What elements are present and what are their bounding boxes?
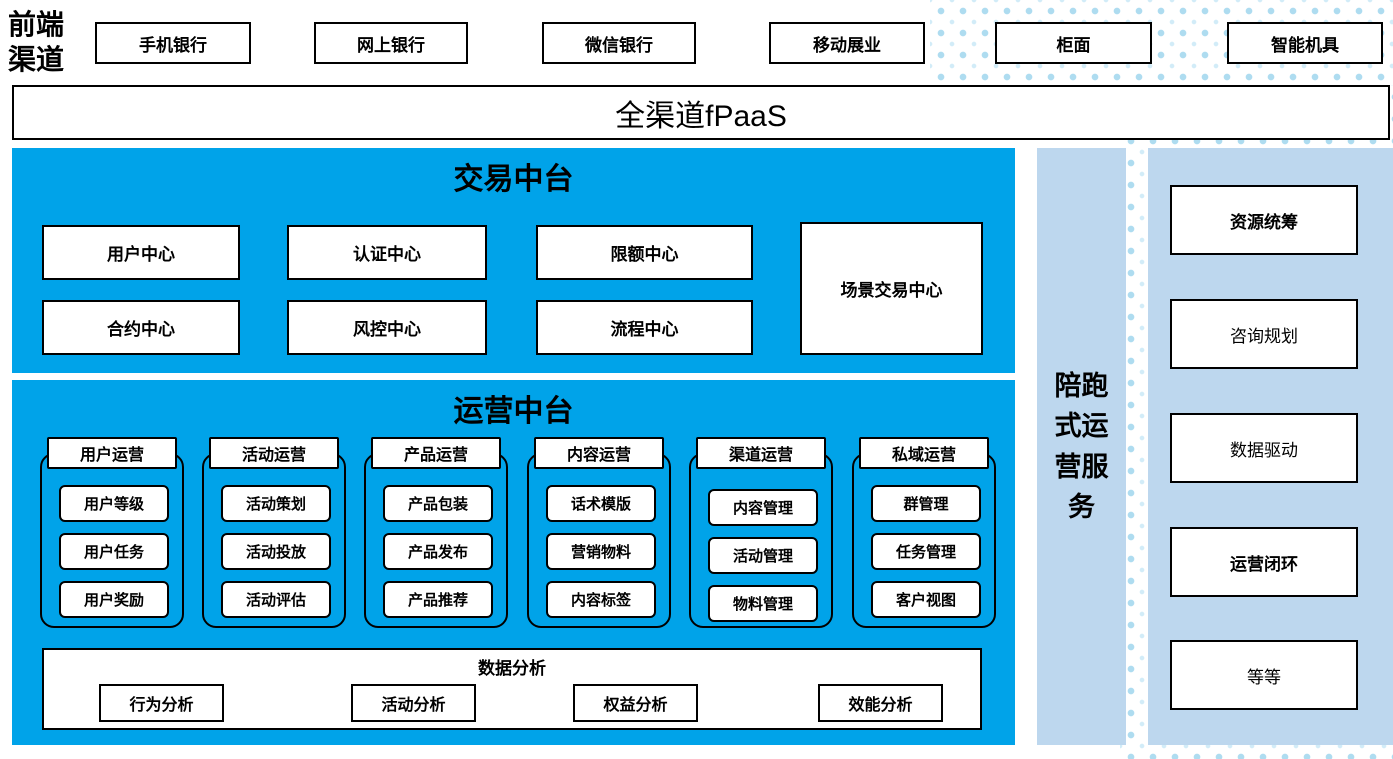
- ops-group-product: 产品包装 产品发布 产品推荐 产品运营: [364, 437, 508, 628]
- ops-group-user: 用户等级 用户任务 用户奖励 用户运营: [40, 437, 184, 628]
- transaction-platform-panel: 交易中台 用户中心 认证中心 限额中心 合约中心 风控中心 流程中心 场景交易中…: [12, 148, 1015, 373]
- ops-group-channel: 内容管理 活动管理 物料管理 渠道运营: [689, 437, 833, 628]
- group-container: 话术模版 营销物料 内容标签: [527, 453, 671, 628]
- analysis-rights: 权益分析: [573, 684, 698, 722]
- group-container: 活动策划 活动投放 活动评估: [202, 453, 346, 628]
- right-box-data-driven: 数据驱动: [1170, 413, 1358, 483]
- group-item: 活动管理: [708, 537, 818, 574]
- group-item: 产品发布: [383, 533, 493, 570]
- right-box-resource-planning: 资源统筹: [1170, 185, 1358, 255]
- group-item: 群管理: [871, 485, 981, 522]
- group-item: 产品推荐: [383, 581, 493, 618]
- analysis-efficiency: 效能分析: [818, 684, 943, 722]
- channel-mobile-sales: 移动展业: [769, 22, 925, 64]
- side-service-bar: 陪跑式运营服务: [1037, 148, 1126, 745]
- right-box-closed-loop: 运营闭环: [1170, 527, 1358, 597]
- group-item: 产品包装: [383, 485, 493, 522]
- group-item: 内容管理: [708, 489, 818, 526]
- ops-group-activity: 活动策划 活动投放 活动评估 活动运营: [202, 437, 346, 628]
- group-container: 用户等级 用户任务 用户奖励: [40, 453, 184, 628]
- right-panel: 资源统筹 咨询规划 数据驱动 运营闭环 等等: [1148, 148, 1393, 745]
- group-header: 用户运营: [47, 437, 177, 469]
- group-item: 用户等级: [59, 485, 169, 522]
- center-user: 用户中心: [42, 225, 240, 280]
- group-header: 活动运营: [209, 437, 339, 469]
- center-auth: 认证中心: [287, 225, 487, 280]
- group-item: 客户视图: [871, 581, 981, 618]
- right-box-consulting: 咨询规划: [1170, 299, 1358, 369]
- group-item: 用户任务: [59, 533, 169, 570]
- group-item: 活动评估: [221, 581, 331, 618]
- operations-platform-title: 运营中台: [453, 395, 574, 428]
- fpaas-bar: 全渠道fPaaS: [12, 85, 1390, 140]
- group-item: 任务管理: [871, 533, 981, 570]
- transaction-platform-title: 交易中台: [453, 163, 574, 196]
- front-channels-label: 前端渠道: [8, 10, 65, 76]
- group-item: 内容标签: [546, 581, 656, 618]
- center-limit: 限额中心: [536, 225, 753, 280]
- group-container: 产品包装 产品发布 产品推荐: [364, 453, 508, 628]
- data-analysis-panel: 数据分析 行为分析 活动分析 权益分析 效能分析: [42, 648, 982, 730]
- group-item: 用户奖励: [59, 581, 169, 618]
- channel-counter: 柜面: [995, 22, 1152, 64]
- center-scenario-trade: 场景交易中心: [800, 222, 983, 355]
- channel-smart-terminal: 智能机具: [1227, 22, 1383, 64]
- ops-group-private-domain: 群管理 任务管理 客户视图 私域运营: [852, 437, 996, 628]
- group-item: 物料管理: [708, 585, 818, 622]
- group-item: 话术模版: [546, 485, 656, 522]
- channel-online-banking: 网上银行: [314, 22, 468, 64]
- group-header: 渠道运营: [696, 437, 826, 469]
- group-container: 内容管理 活动管理 物料管理: [689, 453, 833, 628]
- analysis-activity: 活动分析: [351, 684, 476, 722]
- ops-group-content: 话术模版 营销物料 内容标签 内容运营: [527, 437, 671, 628]
- group-item: 活动投放: [221, 533, 331, 570]
- operations-platform-panel: 运营中台 用户等级 用户任务 用户奖励 用户运营 活动策划 活动投放 活动评估 …: [12, 380, 1015, 745]
- analysis-behavior: 行为分析: [99, 684, 224, 722]
- channel-mobile-banking: 手机银行: [95, 22, 251, 64]
- group-item: 营销物料: [546, 533, 656, 570]
- side-service-label: 陪跑式运营服务: [1054, 370, 1109, 523]
- group-item: 活动策划: [221, 485, 331, 522]
- channel-wechat-banking: 微信银行: [542, 22, 696, 64]
- data-analysis-title: 数据分析: [478, 659, 546, 678]
- center-risk: 风控中心: [287, 300, 487, 355]
- group-container: 群管理 任务管理 客户视图: [852, 453, 996, 628]
- group-header: 私域运营: [859, 437, 989, 469]
- center-contract: 合约中心: [42, 300, 240, 355]
- center-process: 流程中心: [536, 300, 753, 355]
- right-box-etc: 等等: [1170, 640, 1358, 710]
- group-header: 产品运营: [371, 437, 501, 469]
- group-header: 内容运营: [534, 437, 664, 469]
